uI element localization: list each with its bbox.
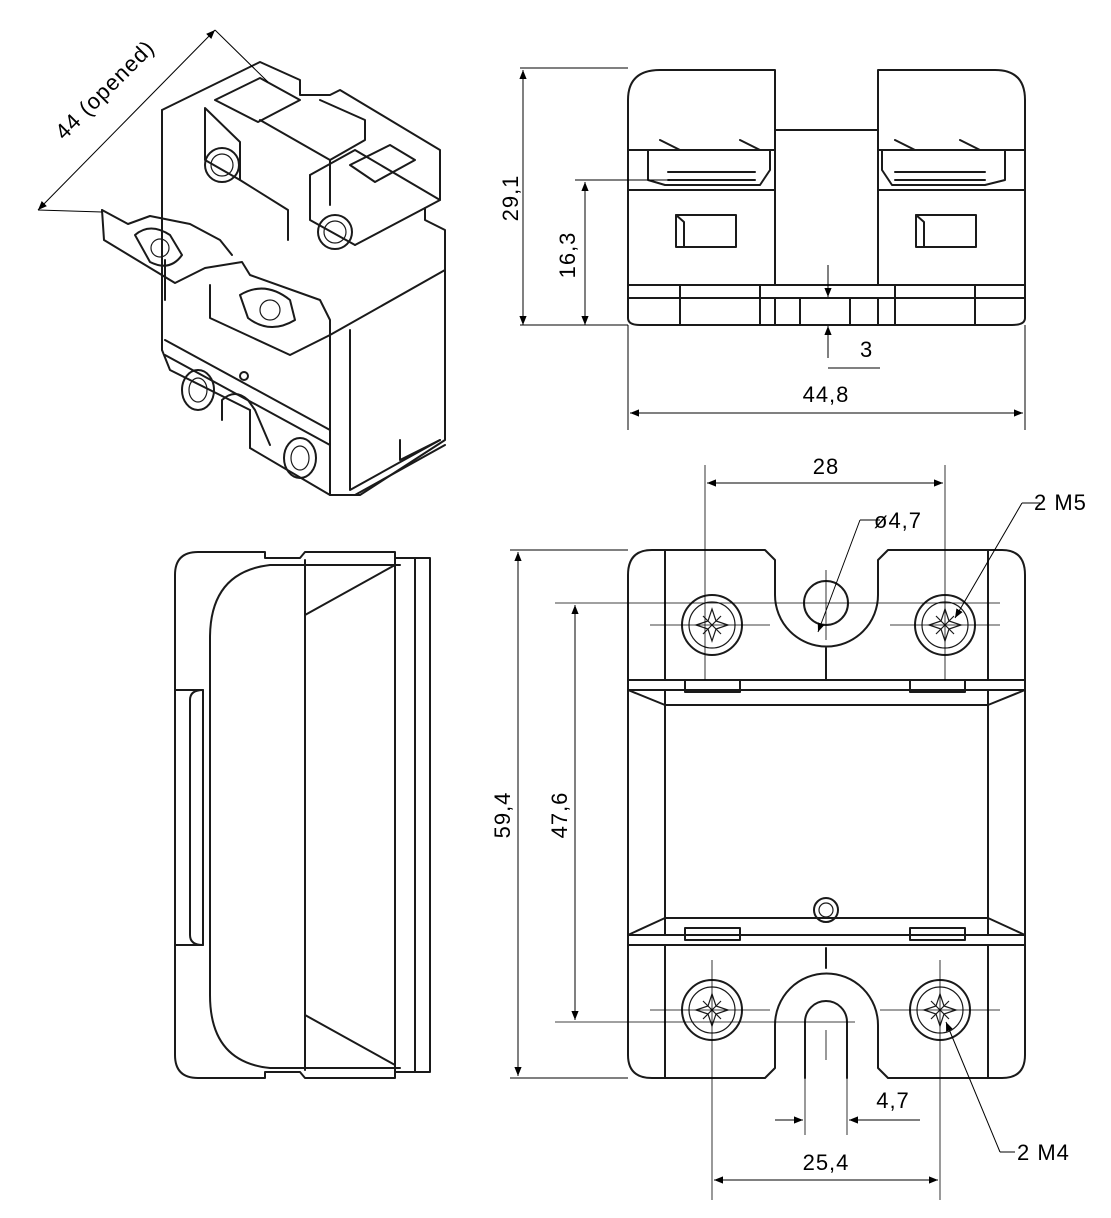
isometric-view: 44 (opened): [37, 29, 446, 496]
dim-59-4: 59,4: [490, 792, 515, 839]
dim-4-7: 4,7: [876, 1088, 910, 1113]
front-view: 29,1 16,3 3 44,8: [498, 67, 1026, 430]
dim-3: 3: [860, 337, 873, 362]
dim-28: 28: [813, 454, 839, 479]
dim-16-3: 16,3: [555, 232, 580, 279]
side-view: [174, 551, 431, 1079]
dim-44-opened: 44 (opened): [50, 35, 159, 144]
label-2-m5: 2 M5: [1034, 490, 1087, 515]
dim-44-8: 44,8: [803, 382, 850, 407]
label-2-m4: 2 M4: [1017, 1140, 1070, 1165]
dim-29-1: 29,1: [498, 175, 523, 222]
dim-hole-dia: ø4,7: [874, 508, 922, 533]
dim-25-4: 25,4: [803, 1150, 850, 1175]
dim-47-6: 47,6: [547, 792, 572, 839]
top-view: 28 ø4,7 2 M5 59,4 47,6 4,7 25,4 2 M4: [490, 454, 1087, 1200]
